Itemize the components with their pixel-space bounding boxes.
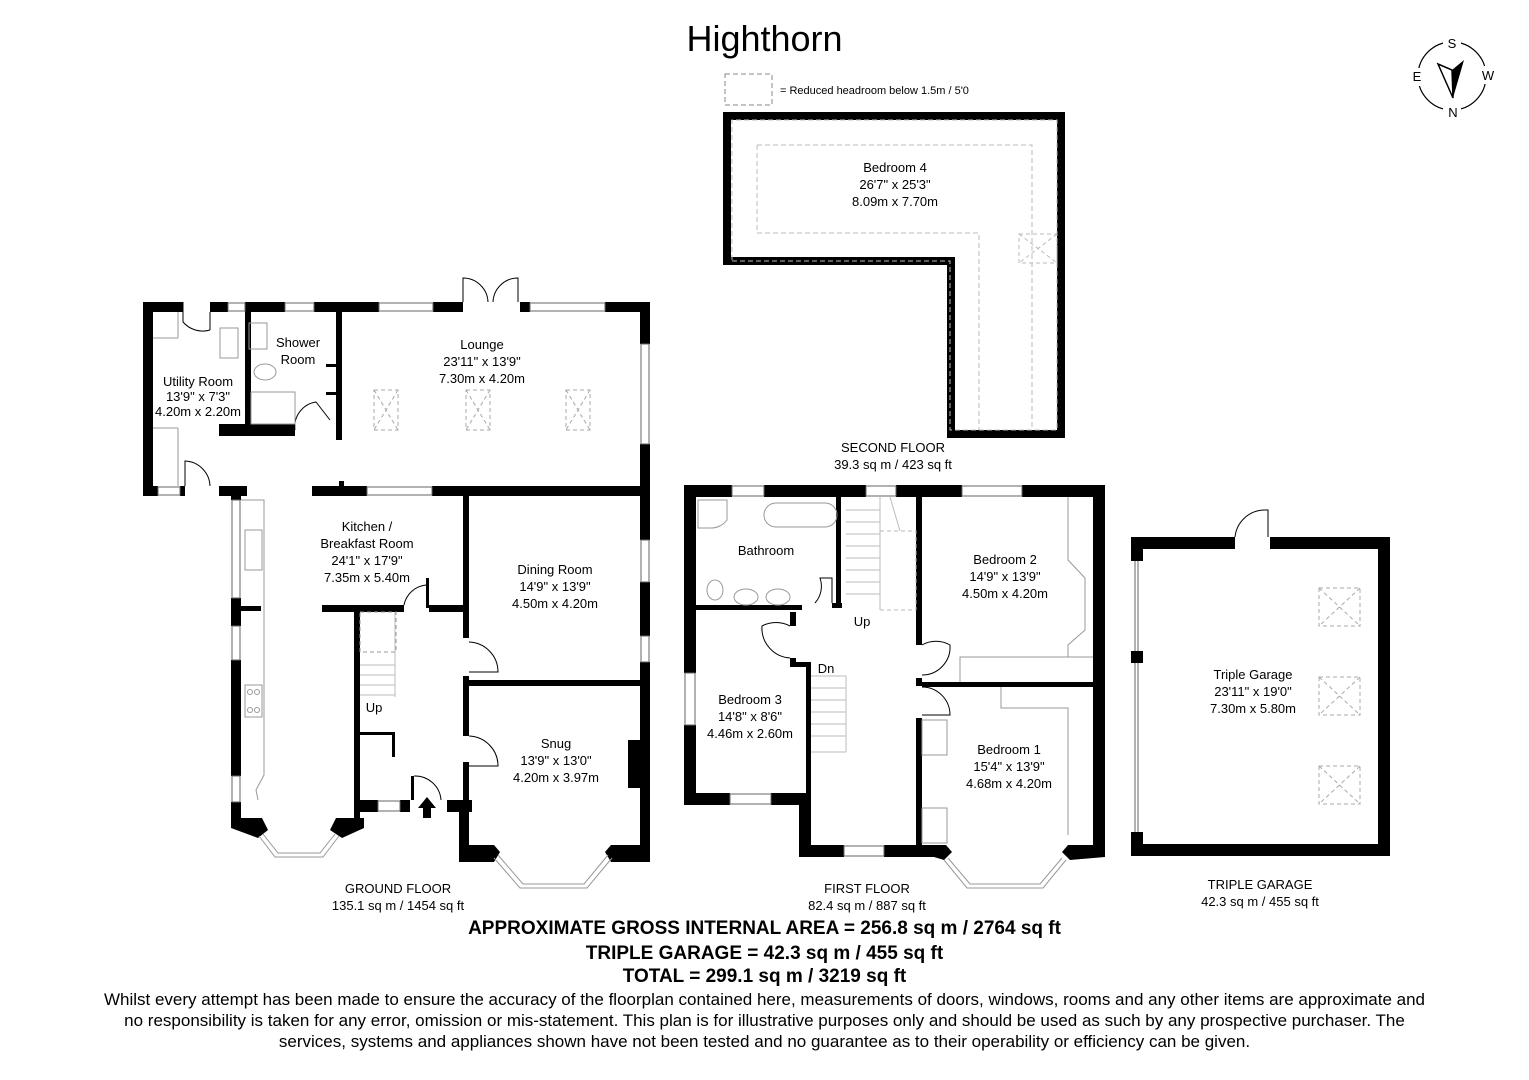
garage-metric: 7.30m x 5.80m: [1210, 701, 1296, 716]
utility-name: Utility Room: [163, 374, 233, 389]
bedroom4-imperial: 26'7" x 25'3": [859, 177, 931, 192]
kitchen-imperial: 24'1" x 17'9": [331, 553, 403, 568]
shower-name-2: Room: [281, 352, 316, 367]
snug-name: Snug: [541, 736, 571, 751]
shower-name: Shower: [276, 335, 321, 350]
total-area-summary: TOTAL = 299.1 sq m / 3219 sq ft: [622, 966, 907, 987]
first-stairs-up: Up: [854, 614, 871, 629]
bedroom3-imperial: 14'8" x 8'6": [718, 709, 782, 724]
ground-floor-plan: Utility Room 13'9" x 7'3" 4.20m x 2.20m …: [143, 277, 650, 913]
disclaimer: Whilst every attempt has been made to en…: [103, 990, 1426, 1051]
garage-plan: Triple Garage 23'11" x 19'0" 7.30m x 5.8…: [1131, 509, 1390, 909]
kitchen-name-2: Breakfast Room: [320, 536, 413, 551]
garage-floor-area: 42.3 sq m / 455 sq ft: [1201, 894, 1319, 909]
compass-north: N: [1448, 105, 1457, 120]
first-floor-area: 82.4 sq m / 887 sq ft: [808, 898, 926, 913]
garage-imperial: 23'11" x 19'0": [1214, 684, 1292, 699]
bathroom-name: Bathroom: [738, 543, 794, 558]
second-floor-area: 39.3 sq m / 423 sq ft: [834, 457, 952, 472]
bedroom2-metric: 4.50m x 4.20m: [962, 586, 1048, 601]
ground-stairs-up: Up: [366, 700, 383, 715]
compass-east: E: [1413, 69, 1422, 84]
second-floor-name: SECOND FLOOR: [841, 440, 945, 455]
first-stairs-down: Dn: [818, 661, 835, 676]
bedroom2-name: Bedroom 2: [973, 552, 1037, 567]
kitchen-metric: 7.35m x 5.40m: [324, 570, 410, 585]
page-title: Highthorn: [686, 18, 843, 59]
snug-metric: 4.20m x 3.97m: [513, 770, 599, 785]
gross-area-summary: APPROXIMATE GROSS INTERNAL AREA = 256.8 …: [468, 918, 1061, 939]
bedroom4-name: Bedroom 4: [863, 160, 927, 175]
bedroom3-metric: 4.46m x 2.60m: [707, 726, 793, 741]
garage-name: Triple Garage: [1214, 667, 1293, 682]
bedroom1-metric: 4.68m x 4.20m: [966, 776, 1052, 791]
snug-imperial: 13'9" x 13'0": [520, 753, 592, 768]
utility-imperial: 13'9" x 7'3": [166, 389, 230, 404]
dining-name: Dining Room: [517, 562, 592, 577]
bedroom2-imperial: 14'9" x 13'9": [969, 569, 1041, 584]
legend: = Reduced headroom below 1.5m / 5'0: [724, 73, 969, 106]
reduced-headroom-swatch: [724, 73, 773, 106]
kitchen-name: Kitchen /: [342, 519, 393, 534]
lounge-metric: 7.30m x 4.20m: [439, 371, 525, 386]
compass-icon: S N E W: [1410, 36, 1496, 120]
dining-metric: 4.50m x 4.20m: [512, 596, 598, 611]
first-floor-plan: Bathroom Bedroom 2 14'9" x 13'9" 4.50m x…: [684, 485, 1105, 913]
second-floor-plan: Bedroom 4 26'7" x 25'3" 8.09m x 7.70m SE…: [723, 112, 1065, 472]
ground-floor-area: 135.1 sq m / 1454 sq ft: [332, 898, 465, 913]
utility-metric: 4.20m x 2.20m: [155, 404, 241, 419]
ground-floor-name: GROUND FLOOR: [345, 881, 451, 896]
garage-area-summary: TRIPLE GARAGE = 42.3 sq m / 455 sq ft: [585, 943, 944, 964]
compass-west: W: [1482, 68, 1495, 83]
first-floor-name: FIRST FLOOR: [824, 881, 910, 896]
garage-floor-name: TRIPLE GARAGE: [1208, 877, 1313, 892]
bedroom1-imperial: 15'4" x 13'9": [973, 759, 1045, 774]
lounge-imperial: 23'11" x 13'9": [443, 354, 521, 369]
bedroom4-metric: 8.09m x 7.70m: [852, 194, 938, 209]
dining-imperial: 14'9" x 13'9": [519, 579, 591, 594]
legend-text: = Reduced headroom below 1.5m / 5'0: [780, 85, 969, 97]
compass-south: S: [1448, 36, 1457, 51]
bedroom3-name: Bedroom 3: [718, 692, 782, 707]
lounge-name: Lounge: [460, 337, 503, 352]
bedroom1-name: Bedroom 1: [977, 742, 1041, 757]
